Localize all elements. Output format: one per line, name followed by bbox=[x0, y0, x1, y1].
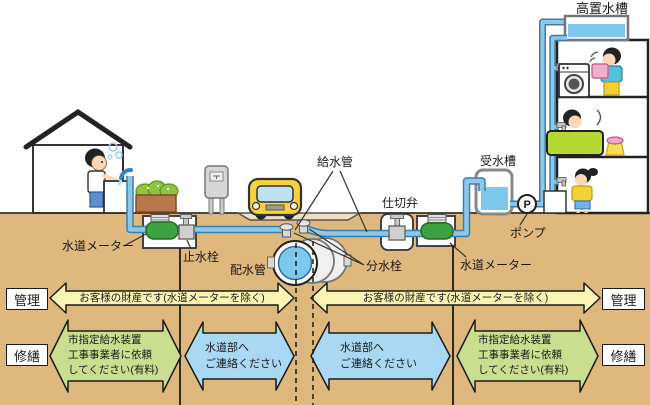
waterworks-note-right-line1: 水道部へ bbox=[340, 342, 384, 354]
management-box-left: 管理 bbox=[6, 288, 48, 310]
leader-branch-valve bbox=[293, 228, 365, 266]
waterworks-note-left-line1: 水道部へ bbox=[205, 342, 249, 354]
bathtub bbox=[546, 130, 604, 156]
label-supply-pipe: 給水管 bbox=[316, 155, 353, 169]
faucet bbox=[119, 168, 133, 180]
label-gate-valve: 仕切弁 bbox=[381, 196, 418, 210]
pump-riser-pipe bbox=[510, 18, 569, 208]
waterworks-note-left: 水道部へ ご連絡ください bbox=[205, 340, 293, 372]
car bbox=[247, 177, 303, 220]
boy-face bbox=[91, 155, 107, 171]
bubble bbox=[108, 142, 118, 152]
label-water-meter-left: 水道メーター bbox=[62, 239, 135, 253]
signal-arcs bbox=[589, 51, 599, 63]
contractor-note-right-line2: 工事事業者に依頼 bbox=[478, 349, 562, 361]
elevated-tank bbox=[563, 14, 630, 42]
bubble bbox=[115, 151, 123, 159]
boy-washing-hands bbox=[85, 142, 123, 208]
arrow-contractor-left bbox=[49, 319, 182, 393]
label-water-meter-right: 水道メーター bbox=[460, 258, 533, 272]
arrow-contractor-right bbox=[456, 319, 599, 393]
supply-pipe-left bbox=[126, 176, 285, 234]
contractor-note-right: 市指定給水装置 工事事業者に依頼 してください(有料) bbox=[478, 333, 590, 378]
faucet-icon bbox=[556, 177, 567, 183]
bubble bbox=[107, 154, 113, 160]
repair-box-right: 修繕 bbox=[602, 344, 645, 366]
contractor-note-left-line1: 市指定給水装置 bbox=[68, 334, 142, 346]
leader-supply-pipe-left bbox=[294, 170, 334, 231]
car-windshield bbox=[256, 185, 294, 203]
pump-device bbox=[517, 194, 537, 214]
receiving-tank bbox=[474, 168, 514, 216]
gate-valve-device bbox=[388, 214, 406, 241]
contractor-note-left: 市指定給水装置 工事事業者に依頼 してください(有料) bbox=[68, 333, 180, 378]
house-roof bbox=[23, 108, 133, 150]
faucet-icon bbox=[561, 180, 566, 187]
leader-lines bbox=[123, 170, 528, 266]
label-pump: ポンプ bbox=[510, 226, 546, 240]
contractor-note-left-line3: してください(有料) bbox=[68, 364, 159, 376]
planter bbox=[135, 180, 179, 213]
leader-water-meter-right bbox=[449, 242, 467, 258]
water-meter-left-device bbox=[145, 214, 179, 240]
laundry-basket bbox=[591, 63, 609, 79]
washing-machine bbox=[558, 51, 599, 98]
contractor-note-right-line3: してください(有料) bbox=[478, 364, 569, 376]
roadside-post bbox=[204, 165, 229, 215]
girl-laundry bbox=[591, 47, 623, 96]
contractor-note-left-line2: 工事事業者に依頼 bbox=[68, 349, 152, 361]
leader-pump bbox=[519, 213, 528, 226]
waterworks-note-right: 水道部へ ご連絡ください bbox=[340, 340, 440, 372]
leader-supply-pipe-right bbox=[339, 170, 368, 233]
property-note-left: お客様の財産です(水道メーターを除く) bbox=[79, 292, 265, 304]
label-elevated-tank: 高置水槽 bbox=[575, 1, 628, 16]
label-branch-valve: 分水栓 bbox=[366, 259, 403, 273]
arrow-property-left bbox=[49, 282, 295, 314]
contractor-note-right-line1: 市指定給水装置 bbox=[478, 334, 552, 346]
leader-stop-valve bbox=[186, 239, 192, 250]
distribution-main bbox=[267, 237, 352, 286]
repair-box-left: 修繕 bbox=[6, 344, 48, 366]
girl-brushing-teeth bbox=[543, 168, 598, 214]
label-stop-valve: 止水栓 bbox=[183, 250, 220, 264]
branch-valve-fittings bbox=[279, 219, 311, 238]
water-stream bbox=[117, 179, 123, 186]
label-receiving-tank: 受水槽 bbox=[479, 154, 516, 168]
bath-scene bbox=[546, 109, 625, 156]
faucet-icon bbox=[556, 122, 567, 128]
main-boundary-dashed-lines bbox=[295, 241, 314, 405]
arrow-property-right bbox=[310, 282, 601, 314]
stop-valve-device bbox=[178, 214, 195, 240]
waterworks-note-right-line2: ご連絡ください bbox=[340, 358, 417, 370]
waterworks-note-left-line2: ご連絡ください bbox=[205, 358, 282, 370]
steam-mark bbox=[596, 109, 602, 126]
arrow-waterworks-left bbox=[184, 321, 295, 391]
arrow-waterworks-right bbox=[310, 321, 451, 391]
pump-symbol: P bbox=[523, 199, 531, 211]
water-meter-right-device bbox=[420, 214, 454, 240]
property-note-right: お客様の財産です(水道メーターを除く) bbox=[362, 292, 549, 304]
management-box-right: 管理 bbox=[602, 288, 645, 310]
bathroom-sink bbox=[543, 190, 567, 214]
leader-water-meter-left bbox=[123, 233, 147, 247]
label-distribution-pipe: 配水管 bbox=[230, 263, 267, 277]
